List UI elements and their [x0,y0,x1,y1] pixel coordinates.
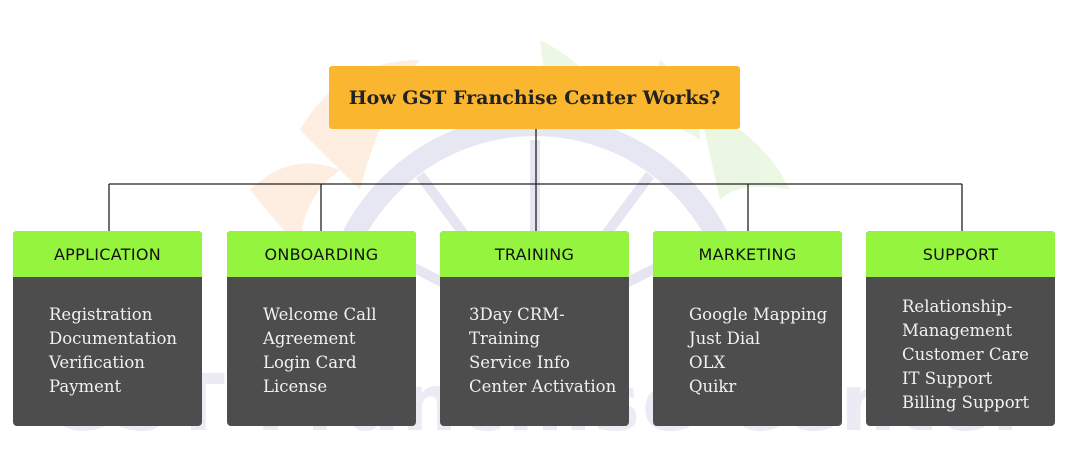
card-marketing: MARKETING Google Mapping Just Dial OLX Q… [653,231,842,426]
card-training: TRAINING 3Day CRM- Training Service Info… [440,231,629,426]
card-item: Registration [49,305,153,324]
card-heading: APPLICATION [13,231,202,277]
card-item: Payment [49,377,122,396]
card-heading: SUPPORT [866,231,1055,277]
card-item: Quikr [689,377,737,396]
card-item: Training [469,329,541,348]
card-item: 3Day CRM- [469,305,565,324]
card-item: Center Activation [469,377,617,396]
card-items: Relationship- Management Customer Care I… [866,277,1055,415]
card-items: Registration Documentation Verification … [13,277,202,399]
card-item: Billing Support [902,393,1030,412]
card-support: SUPPORT Relationship- Management Custome… [866,231,1055,426]
card-item: Documentation [49,329,178,348]
card-item: OLX [689,353,726,372]
card-item: Verification [49,353,145,372]
card-item: License [263,377,328,396]
card-item: Customer Care [902,345,1029,364]
card-item: Relationship- [902,297,1013,316]
card-item: Management [902,321,1013,340]
card-heading: MARKETING [653,231,842,277]
card-application: APPLICATION Registration Documentation V… [13,231,202,426]
card-heading: ONBOARDING [227,231,416,277]
card-item: Agreement [263,329,356,348]
card-items: 3Day CRM- Training Service Info Center A… [440,277,629,399]
card-item: Just Dial [689,329,761,348]
card-item: Service Info [469,353,570,372]
card-items: Google Mapping Just Dial OLX Quikr [653,277,842,399]
card-item: IT Support [902,369,993,388]
card-item: Login Card [263,353,357,372]
card-items: Welcome Call Agreement Login Card Licens… [227,277,416,399]
card-heading: TRAINING [440,231,629,277]
card-item: Welcome Call [263,305,377,324]
diagram-title: How GST Franchise Center Works? [329,66,740,129]
card-item: Google Mapping [689,305,828,324]
card-onboarding: ONBOARDING Welcome Call Agreement Login … [227,231,416,426]
